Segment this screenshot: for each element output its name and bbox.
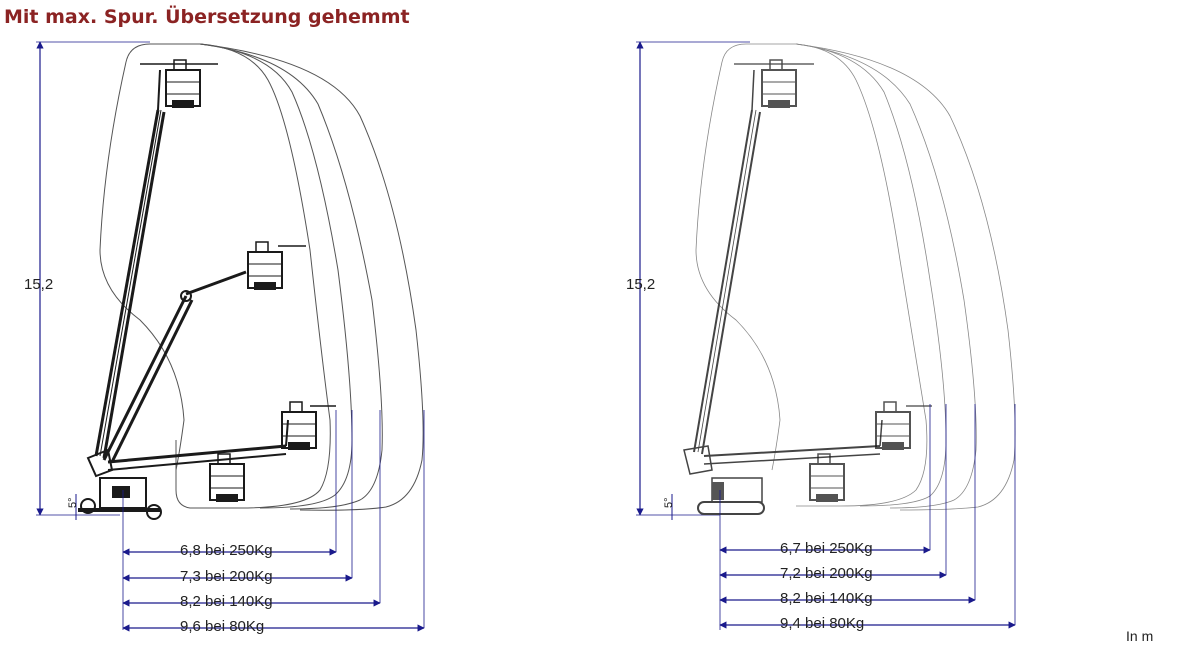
reach-label-140kg: 8,2 bei 140Kg — [780, 590, 873, 607]
chassis-panel — [112, 486, 130, 498]
boom-vertical — [94, 69, 166, 459]
envelope-80kg — [795, 43, 1016, 511]
envelope-140kg — [795, 43, 977, 509]
reach-label-80kg: 9,6 bei 80Kg — [180, 618, 264, 635]
working-envelopes — [99, 43, 424, 511]
machine-base: 5° — [67, 477, 162, 520]
height-label: 15,2 — [626, 276, 655, 293]
boom-mid — [102, 270, 247, 463]
boom-low — [703, 419, 883, 465]
reach-label-250kg: 6,8 bei 250Kg — [180, 542, 273, 559]
crawler-track — [697, 501, 765, 515]
slope-angle-label: 5° — [663, 497, 675, 508]
reach-label-250kg: 6,7 bei 250Kg — [780, 540, 873, 557]
height-label: 15,2 — [24, 276, 53, 293]
slope-angle-label: 5° — [67, 497, 79, 508]
envelope-250kg — [721, 43, 928, 507]
engine-block — [712, 482, 724, 500]
envelope-200kg — [199, 43, 353, 509]
machine-base: 5° — [663, 445, 765, 520]
left-diagram: 15,2 5° — [24, 41, 425, 635]
basket-top — [165, 59, 201, 109]
basket-ground — [809, 453, 845, 503]
reach-label-80kg: 9,4 bei 80Kg — [780, 615, 864, 632]
right-diagram: 15,2 5° — [626, 41, 1016, 632]
boom-vertical — [693, 69, 761, 455]
basket-mid — [247, 241, 283, 291]
reach-label-140kg: 8,2 bei 140Kg — [180, 593, 273, 610]
right-wheel — [146, 504, 162, 520]
left-wheel — [80, 498, 96, 514]
page-title: Mit max. Spur. Übersetzung gehemmt — [4, 6, 410, 28]
reach-label-200kg: 7,3 bei 200Kg — [180, 568, 273, 585]
reach-label-200kg: 7,2 bei 200Kg — [780, 565, 873, 582]
boom-low — [107, 419, 289, 471]
reach-dimensions: 6,7 bei 250Kg 7,2 bei 200Kg 8,2 bei 140K… — [719, 404, 1016, 632]
unit-note: In m — [1126, 628, 1154, 644]
turret — [683, 445, 713, 475]
envelope-200kg — [795, 43, 947, 507]
envelope-140kg — [199, 43, 383, 510]
working-envelopes — [695, 43, 1016, 511]
basket-top — [761, 59, 797, 109]
envelope-80kg — [199, 43, 424, 511]
envelope-inner — [695, 61, 781, 471]
reach-dimensions: 6,8 bei 250Kg 7,3 bei 200Kg 8,2 bei 140K… — [122, 410, 425, 635]
